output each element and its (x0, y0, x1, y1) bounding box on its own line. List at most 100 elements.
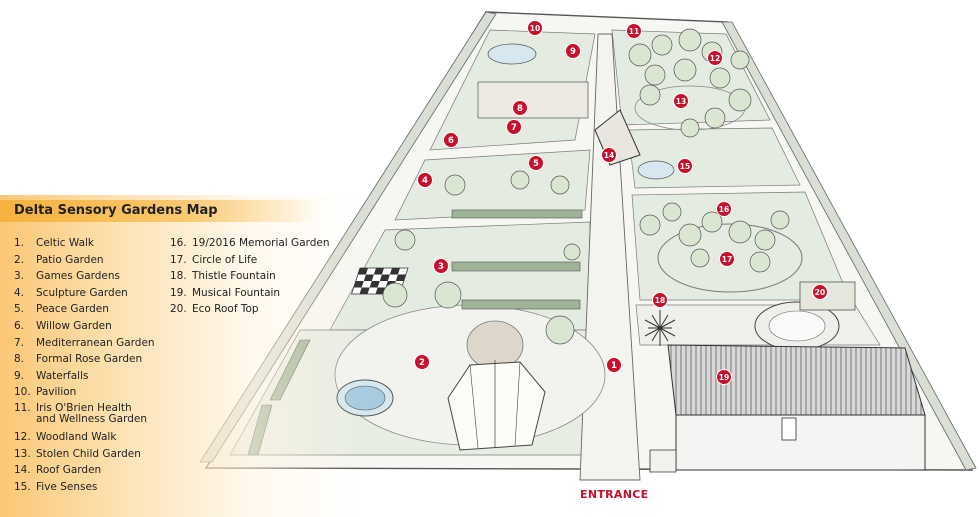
marker-number: 20 (815, 288, 825, 297)
marker-number: 12 (710, 54, 720, 63)
marker-17: 17 (719, 251, 735, 267)
entrance-label: ENTRANCE (580, 488, 649, 501)
right-wall (721, 21, 977, 471)
building-window (781, 417, 797, 441)
marker-number: 17 (722, 255, 732, 264)
pavilion-line (469, 364, 479, 449)
thistle-fountain (644, 310, 676, 346)
marker-10: 10 (527, 20, 543, 36)
marker-dot (512, 100, 528, 116)
legend-item: 19.Musical Fountain (170, 286, 281, 299)
legend-item: 4.Sculpture Garden (14, 286, 128, 299)
marker-number: 16 (719, 205, 729, 214)
marker-dot (673, 93, 689, 109)
legend-item: 15.Five Senses (14, 480, 98, 493)
marker-dot (606, 357, 622, 373)
marker-8: 8 (512, 100, 528, 116)
marker-7: 7 (506, 119, 522, 135)
marker-number: 14 (604, 151, 614, 160)
legend-item: 12.Woodland Walk (14, 430, 117, 443)
marker-number: 9 (570, 47, 576, 57)
legend-item: 1.Celtic Walk (14, 237, 94, 249)
marker-number: 10 (530, 24, 540, 33)
marker-dot (719, 251, 735, 267)
marker-2: 2 (414, 354, 430, 370)
legend-item: 18.Thistle Fountain (170, 270, 276, 283)
marker-dot (443, 132, 459, 148)
tree (434, 281, 462, 309)
tree (704, 107, 726, 129)
marker-dot (707, 50, 723, 66)
legend-column-2: 16.19/2016 Memorial Garden 17.Circle of … (170, 235, 330, 318)
tree (680, 118, 700, 138)
marker-number: 19 (719, 373, 729, 382)
legend-item: 9.Waterfalls (14, 369, 89, 382)
tree (754, 229, 776, 251)
marker-number: 8 (517, 104, 523, 114)
marker-5: 5 (528, 155, 544, 171)
marker-dot (716, 201, 732, 217)
marker-number: 5 (533, 159, 539, 169)
marker-11: 11 (626, 23, 642, 39)
tree (651, 34, 673, 56)
marker-dot (565, 43, 581, 59)
waterfall-pond (487, 43, 537, 65)
marker-18: 18 (652, 292, 668, 308)
marker-number: 4 (422, 176, 428, 186)
legend-item: 14.Roof Garden (14, 464, 102, 477)
marker-number: 15 (680, 162, 690, 171)
marker-number: 1 (611, 361, 617, 371)
marker-number: 6 (448, 136, 454, 146)
marker-dot (677, 158, 693, 174)
building-wall (675, 414, 926, 471)
legend-item: 16.19/2016 Memorial Garden (170, 237, 330, 249)
eco-round-inner (768, 310, 826, 342)
legend-item: 20.Eco Roof Top (170, 303, 259, 316)
marker-3: 3 (433, 258, 449, 274)
marker-number: 2 (419, 358, 425, 368)
marker-dot (433, 258, 449, 274)
marker-number: 13 (676, 97, 686, 106)
legend-item: 10.Pavilion (14, 386, 77, 399)
marker-4: 4 (417, 172, 433, 188)
circle-of-life-ring (657, 223, 803, 293)
trees (382, 28, 790, 345)
marker-dot (626, 23, 642, 39)
tree (545, 315, 575, 345)
tree (728, 88, 752, 112)
marker-dot (812, 284, 828, 300)
legend-item: 2.Patio Garden (14, 253, 104, 266)
legend-item: 17.Circle of Life (170, 253, 258, 266)
legend-item: 13.Stolen Child Garden (14, 447, 141, 460)
marker-20: 20 (812, 284, 828, 300)
rose-garden (477, 81, 589, 119)
marker-dot (414, 354, 430, 370)
marker-14: 14 (601, 147, 617, 163)
marker-number: 18 (655, 296, 665, 305)
legend-column-1: 1.Celtic Walk 2.Patio Garden 3.Games Gar… (14, 235, 155, 495)
marker-15: 15 (677, 158, 693, 174)
legend-item: 5.Peace Garden (14, 303, 109, 316)
tree (730, 50, 750, 70)
tree (662, 202, 682, 222)
tree (678, 223, 702, 247)
tree (563, 243, 581, 261)
legend-item: 3.Games Gardens (14, 270, 121, 283)
tree (709, 67, 731, 89)
tree (749, 251, 771, 273)
tree (644, 64, 666, 86)
eco-roof (799, 281, 856, 311)
tree (770, 210, 790, 230)
marker-dot (528, 155, 544, 171)
tree (701, 211, 723, 233)
tree (394, 229, 416, 251)
marker-12: 12 (707, 50, 723, 66)
legend-title-bar (0, 200, 320, 222)
marker-13: 13 (673, 93, 689, 109)
legend-title: Delta Sensory Gardens Map (14, 203, 218, 218)
tree (510, 170, 530, 190)
legend-item: 7.Mediterranean Garden (14, 336, 155, 349)
legend-item: 8.Formal Rose Garden (14, 353, 143, 366)
